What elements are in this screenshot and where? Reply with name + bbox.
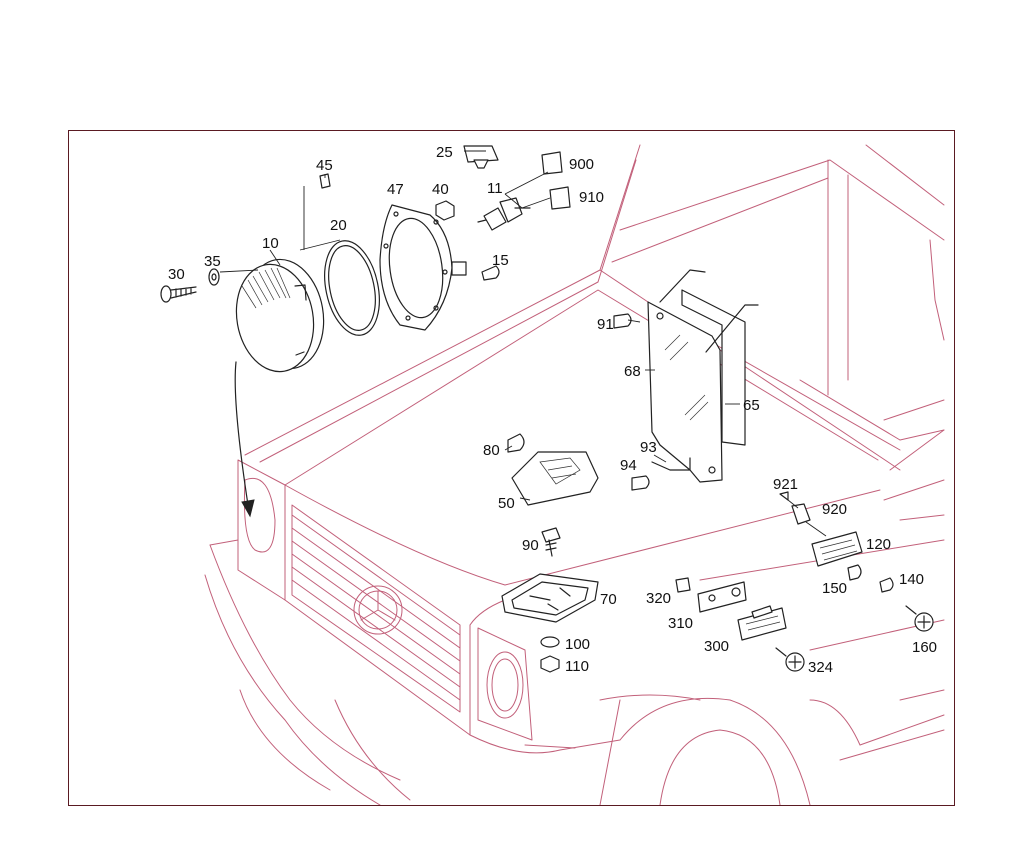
side-lamp-120: [811, 531, 863, 567]
callout-90: 90: [522, 537, 539, 554]
screw-160: [905, 605, 934, 632]
callout-68: 68: [624, 363, 641, 380]
callout-150: 150: [822, 580, 847, 597]
indicator-lamp-50: [511, 451, 599, 506]
callout-94: 94: [620, 457, 637, 474]
nut-40: [435, 200, 455, 221]
bracket-plate: [647, 269, 759, 483]
callout-91: 91: [597, 316, 614, 333]
callout-310: 310: [668, 615, 693, 632]
nut-110: [540, 655, 560, 673]
callout-93: 93: [640, 439, 657, 456]
mounting-ring: [379, 204, 467, 331]
washer-35: [208, 268, 220, 286]
lamp-70: [501, 573, 599, 623]
callout-110: 110: [565, 658, 589, 675]
callout-70: 70: [600, 591, 617, 608]
bulb-150: [847, 564, 862, 581]
screw-324: [775, 647, 805, 672]
socket-920: [791, 503, 811, 525]
callout-320: 320: [646, 590, 671, 607]
callout-900: 900: [569, 156, 594, 173]
callout-15: 15: [492, 252, 509, 269]
callout-100: 100: [565, 636, 590, 653]
assembly-arrow: [234, 361, 249, 506]
callout-35: 35: [204, 253, 221, 270]
callout-47: 47: [387, 181, 404, 198]
callout-140: 140: [899, 571, 924, 588]
clip-93: [651, 457, 691, 471]
callout-20: 20: [330, 217, 347, 234]
bolt-94: [631, 475, 650, 491]
diagram-frame: [68, 130, 955, 806]
screw-90: [541, 527, 561, 557]
lamp-300: [737, 605, 787, 641]
gasket-310: [697, 581, 747, 613]
callout-65: 65: [743, 397, 760, 414]
arrow-head: [241, 499, 255, 518]
callout-80: 80: [483, 442, 500, 459]
bulb-921: [779, 491, 789, 501]
plug-900: [541, 151, 563, 175]
callout-910: 910: [579, 189, 604, 206]
callout-120: 120: [866, 536, 891, 553]
grommet-320: [675, 577, 691, 593]
callout-11: 11: [487, 180, 503, 197]
plug-910: [549, 186, 571, 210]
callout-40: 40: [432, 181, 449, 198]
callout-920: 920: [822, 501, 847, 518]
washer-100: [540, 636, 560, 648]
headlamp-ring: [324, 240, 380, 336]
callout-10: 10: [262, 235, 279, 252]
callout-324: 324: [808, 659, 833, 676]
callout-50: 50: [498, 495, 515, 512]
callout-160: 160: [912, 639, 937, 656]
bulb-140: [879, 577, 894, 593]
vehicle-outline: [204, 144, 945, 805]
bulb-11: [477, 197, 531, 231]
callout-labels: 45 25 900 47 40 11 910 10 20 35 30 15 91…: [168, 144, 937, 676]
callout-25: 25: [436, 144, 453, 161]
callout-300: 300: [704, 638, 729, 655]
leader-lines: [219, 150, 827, 537]
callout-45: 45: [316, 157, 333, 174]
bulb-15: [481, 265, 500, 281]
callout-921: 921: [773, 476, 798, 493]
headlamp-unit: [235, 258, 325, 373]
bulb-80: [507, 433, 525, 453]
holder-25: [463, 145, 499, 163]
bolt-91: [613, 313, 632, 329]
screw-30: [160, 285, 197, 303]
callout-30: 30: [168, 266, 185, 283]
